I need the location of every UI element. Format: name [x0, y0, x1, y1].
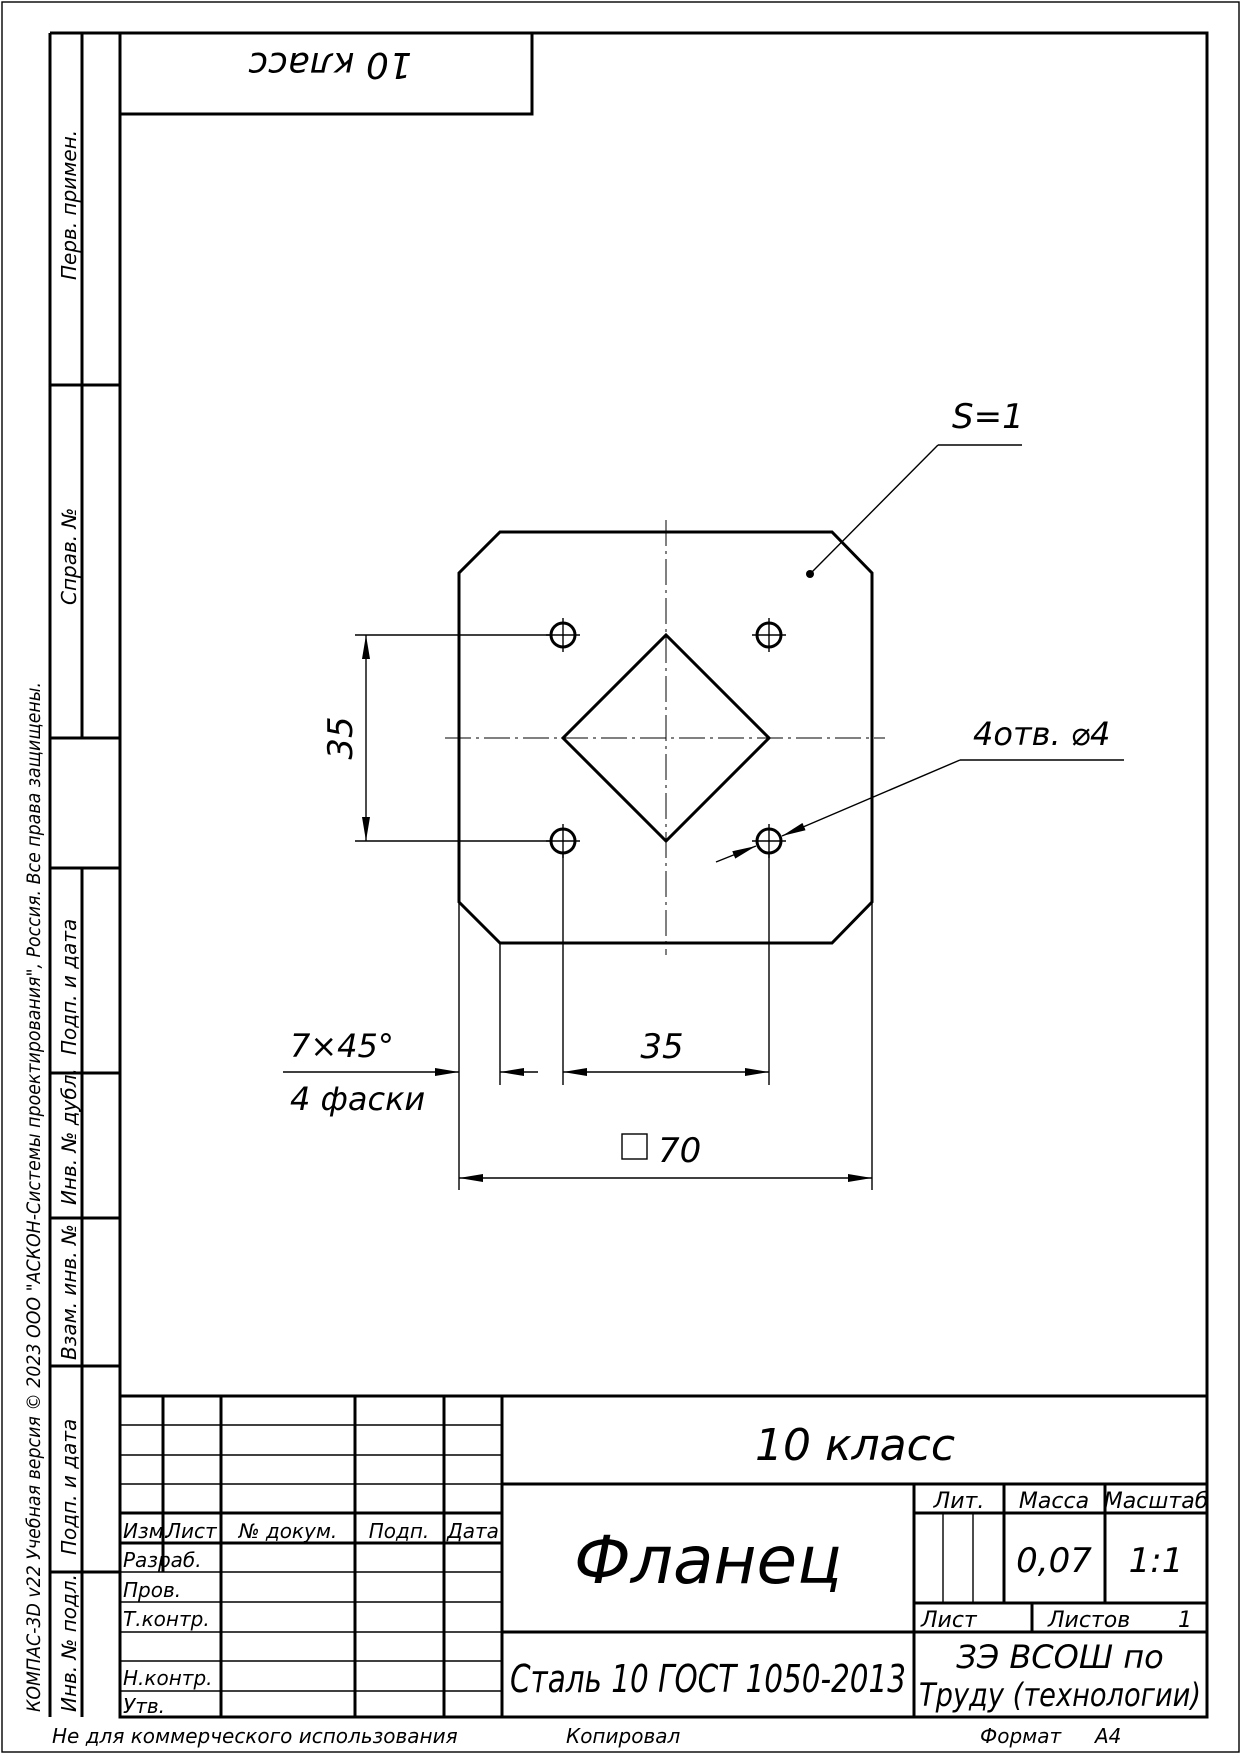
- masshtab-value: 1:1: [1129, 1541, 1184, 1581]
- chamfer-label-1: 7×45°: [290, 1027, 394, 1065]
- footer-format-label: Формат: [980, 1724, 1062, 1748]
- row-nkontr: Н.контр.: [123, 1666, 213, 1690]
- holes-leader: [715, 759, 1124, 863]
- material: Сталь 10 ГОСТ 1050-2013: [510, 1657, 906, 1701]
- dimension-vertical-label: 35: [321, 716, 361, 759]
- square-dim-label: 70: [658, 1131, 701, 1171]
- dimension-vertical-35: [355, 634, 551, 842]
- col-izm: Изм.: [123, 1519, 170, 1543]
- dimension-square-70: [459, 1133, 872, 1182]
- side-label-podp-data-2: Подп. и дата: [57, 1419, 81, 1555]
- row-razrab: Разраб.: [123, 1548, 202, 1572]
- top-label-text: 10 класс: [248, 44, 412, 85]
- copyright-note: КОМПАС-3D v22 Учебная версия © 2023 ООО …: [24, 682, 45, 1712]
- col-doc: № докум.: [238, 1519, 338, 1543]
- side-label-perv-primen: Перв. примен.: [57, 130, 81, 280]
- title-block-lines: [120, 1394, 1207, 1717]
- dimension-extension-lines: [458, 853, 873, 1190]
- listov-label: Листов: [1047, 1608, 1130, 1633]
- side-label-vzam-inv: Взам. инв. №: [57, 1224, 81, 1360]
- listov-value: 1: [1178, 1608, 1192, 1633]
- footer-noncommercial: Не для коммерческого использования: [52, 1724, 458, 1748]
- title-block-header: 10 класс: [755, 1420, 955, 1471]
- organization-line2: Труду (технологии): [919, 1676, 1201, 1714]
- list-label: Лист: [920, 1608, 978, 1633]
- part-name: Фланец: [574, 1522, 842, 1599]
- chamfer-label-2: 4 фаски: [290, 1080, 425, 1118]
- col-list: Лист: [165, 1519, 218, 1543]
- holes-label: 4отв. ⌀4: [973, 715, 1110, 753]
- side-label-sprav-no: Справ. №: [57, 508, 81, 605]
- side-label-podp-data-1: Подп. и дата: [57, 919, 81, 1055]
- flange-drawing: [445, 520, 885, 955]
- footer-format-value: А4: [1093, 1724, 1121, 1748]
- top-label-box: [118, 31, 534, 116]
- massa-label: Масса: [1019, 1489, 1089, 1514]
- main-frame: [118, 31, 1209, 1719]
- side-stamp-columns: [48, 31, 120, 1717]
- col-data: Дата: [446, 1519, 499, 1543]
- side-label-inv-dubl: Инв. № дубл.: [57, 1068, 81, 1205]
- square-symbol-icon: [621, 1133, 648, 1160]
- side-label-inv-podl: Инв. № подл.: [57, 1574, 81, 1712]
- thickness-leader: [806, 444, 1022, 578]
- thickness-label: S=1: [952, 397, 1024, 437]
- dimension-horizontal-label: 35: [640, 1027, 683, 1067]
- organization-line1: ЗЭ ВСОШ по: [956, 1638, 1163, 1676]
- massa-value: 0,07: [1016, 1541, 1092, 1581]
- row-utv: Утв.: [123, 1694, 165, 1718]
- lit-label: Лит.: [933, 1489, 985, 1514]
- col-podp: Подп.: [369, 1519, 430, 1543]
- central-opening: [560, 632, 772, 844]
- flange-outline: [457, 530, 874, 945]
- row-prov: Пров.: [123, 1578, 181, 1602]
- footer-kopiroval: Копировал: [566, 1724, 680, 1748]
- masshtab-label: Масштаб: [1104, 1489, 1209, 1514]
- row-tkontr: Т.контр.: [123, 1607, 210, 1631]
